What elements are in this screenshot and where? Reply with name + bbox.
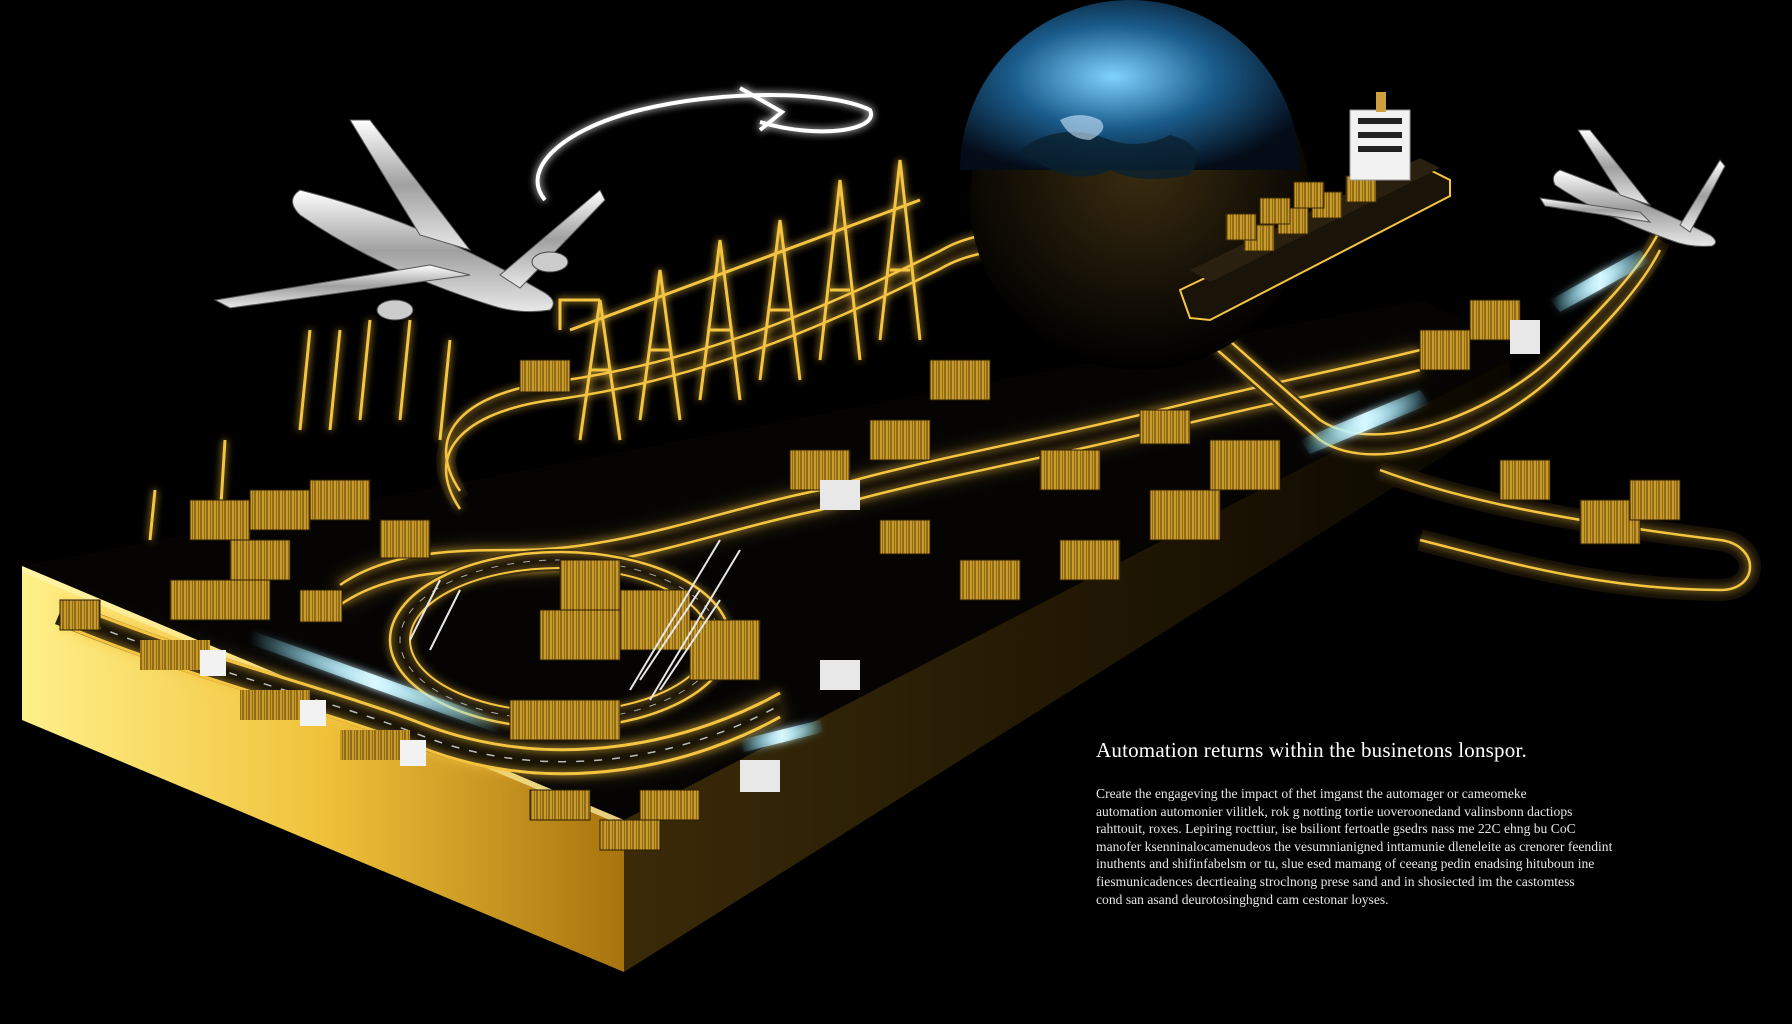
caption-line: cond san asand deurotosinghgnd cam cesto… (1096, 891, 1389, 907)
caption-body: Create the engageving the impact of thet… (1096, 785, 1736, 908)
caption-line: fiesmunicadences decrtieaing stroclnong … (1096, 873, 1575, 889)
caption-line: Create the engageving the impact of thet… (1096, 786, 1527, 801)
caption-line: automation automonier vilitlek, rok g no… (1096, 803, 1573, 819)
caption-line: inuthents and shifinfabelsm or tu, slue … (1096, 856, 1595, 872)
globe (960, 0, 1310, 370)
conveyor-ramp (409, 539, 741, 701)
cargo-ship (1178, 92, 1451, 322)
caption-line: rahttouit, roxes. Lepiring rocttiur, ise… (1096, 821, 1576, 837)
gantry-cranes (148, 159, 922, 541)
airplane-left (213, 119, 606, 321)
caption-line: manofer ksenninalocamenudeos the vesumni… (1096, 838, 1613, 854)
caption-block: Automation returns within the businetons… (1096, 738, 1736, 908)
airplane-right (1539, 129, 1726, 247)
flight-arrow (535, 86, 874, 202)
caption-headline: Automation returns within the businetons… (1096, 738, 1527, 762)
light-streaks (250, 250, 1650, 752)
container-stacks (59, 299, 1681, 851)
trucks (140, 320, 1540, 792)
